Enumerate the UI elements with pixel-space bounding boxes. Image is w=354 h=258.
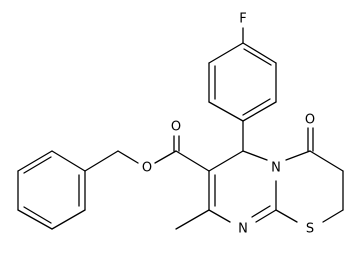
methyl-bond bbox=[175, 209, 210, 230]
fluorine-atom-label: F bbox=[239, 12, 246, 27]
ester-carbonyl-oxygen-label: O bbox=[171, 120, 181, 135]
oxy-ch2-bond bbox=[117, 150, 139, 164]
fluorophenyl-ring bbox=[208, 42, 277, 122]
ketone-oxygen-label: O bbox=[305, 113, 315, 128]
ester-bridge-bond bbox=[154, 150, 177, 164]
pyrimidine-ring bbox=[208, 150, 277, 223]
benzyl-phenyl-ring bbox=[17, 150, 86, 230]
imine-nitrogen-label: N bbox=[238, 222, 248, 237]
ester-carbon-bond bbox=[175, 150, 210, 172]
ester-carbonyl-double-bond bbox=[173, 135, 180, 152]
sulfur-atom-label: S bbox=[306, 222, 314, 237]
ch2-phenyl-bond bbox=[84, 150, 119, 172]
ring-nitrogen-label: N bbox=[271, 161, 281, 176]
ester-bridge-oxygen-label: O bbox=[142, 161, 152, 176]
ketone-double-bond bbox=[307, 127, 314, 152]
thiazine-ring bbox=[275, 150, 344, 223]
